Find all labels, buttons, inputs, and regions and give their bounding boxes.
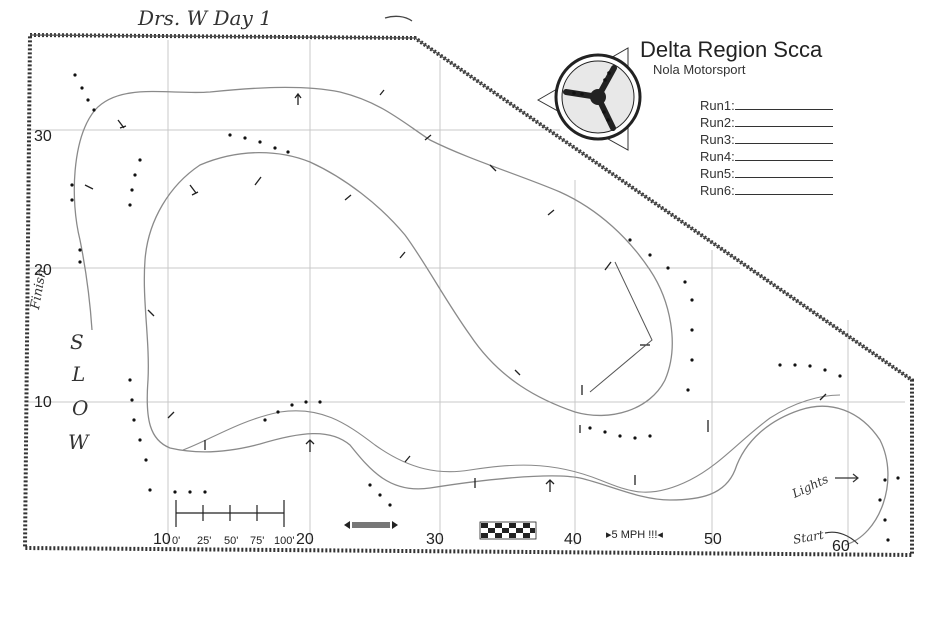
checkered-finish bbox=[479, 521, 537, 540]
grid-label-x-60: 60 bbox=[832, 538, 850, 555]
grid-label-y-10: 10 bbox=[34, 394, 52, 411]
run-blank bbox=[734, 184, 833, 195]
boundary-inner bbox=[29, 34, 913, 381]
run-blank bbox=[734, 150, 833, 161]
ink-arrow-start bbox=[824, 531, 859, 545]
site-boundary bbox=[22, 32, 914, 558]
grid-label-x-10: 10 bbox=[153, 531, 171, 548]
run-line-5: Run5: bbox=[700, 166, 833, 181]
run-blank bbox=[734, 167, 833, 178]
scale-bar bbox=[175, 500, 285, 527]
grid-label-x-20: 20 bbox=[296, 531, 314, 548]
grid-lines bbox=[28, 40, 905, 545]
run-line-2: Run2: bbox=[700, 115, 833, 130]
scale-label-25: 25' bbox=[197, 535, 212, 547]
run-line-6: Run6: bbox=[700, 183, 833, 198]
grid-label-x-50: 50 bbox=[704, 531, 722, 548]
arrow-right-icon: ◂ bbox=[657, 529, 663, 541]
run-label: Run2: bbox=[700, 115, 735, 130]
timing-symbol bbox=[344, 521, 398, 529]
run-line-1: Run1: bbox=[700, 98, 833, 113]
grid-label-x-30: 30 bbox=[426, 531, 444, 548]
scale-label-100: 100' bbox=[274, 535, 295, 547]
grid-label-y-30: 30 bbox=[34, 128, 52, 145]
run-label: Run6: bbox=[700, 183, 735, 198]
ink-arrow-lights bbox=[835, 473, 859, 483]
scale-label-75: 75' bbox=[250, 535, 265, 547]
run-line-4: Run4: bbox=[700, 149, 833, 164]
run-line-3: Run3: bbox=[700, 132, 833, 147]
handwritten-title: Drs. W Day 1 bbox=[138, 6, 272, 30]
grid-label-x-40: 40 bbox=[564, 531, 582, 548]
scale-label-50: 50' bbox=[224, 535, 239, 547]
speed-sign: ▸5 MPH !!!◂ bbox=[606, 528, 663, 541]
course-line-outer bbox=[73, 86, 889, 546]
speed-sign-text: 5 MPH !!! bbox=[611, 529, 658, 541]
grid-label-y-20: 20 bbox=[34, 262, 52, 279]
gate-lines bbox=[589, 261, 653, 393]
run-label: Run1: bbox=[700, 98, 735, 113]
arrow-left-icon: ▸ bbox=[606, 529, 612, 541]
scale-label-0: 0' bbox=[172, 535, 181, 547]
steering-wheel-logo bbox=[536, 47, 642, 151]
slow-letter-o: O bbox=[72, 396, 89, 420]
run-label: Run3: bbox=[700, 132, 735, 147]
cone-rows bbox=[70, 73, 900, 542]
run-label: Run5: bbox=[700, 166, 735, 181]
run-label: Run4: bbox=[700, 149, 735, 164]
slow-letter-w: W bbox=[68, 430, 89, 454]
ink-mark bbox=[384, 15, 413, 22]
slow-letter-s: S bbox=[70, 330, 84, 354]
run-blank bbox=[734, 116, 833, 127]
slow-letter-l: L bbox=[72, 362, 86, 386]
organizer-name: Nola Motorsport bbox=[653, 62, 746, 77]
run-blank bbox=[734, 99, 833, 110]
course-line-inner bbox=[182, 394, 841, 493]
pointer-cones bbox=[84, 89, 827, 492]
region-title: Delta Region Scca bbox=[640, 37, 823, 62]
run-blank bbox=[734, 133, 833, 144]
